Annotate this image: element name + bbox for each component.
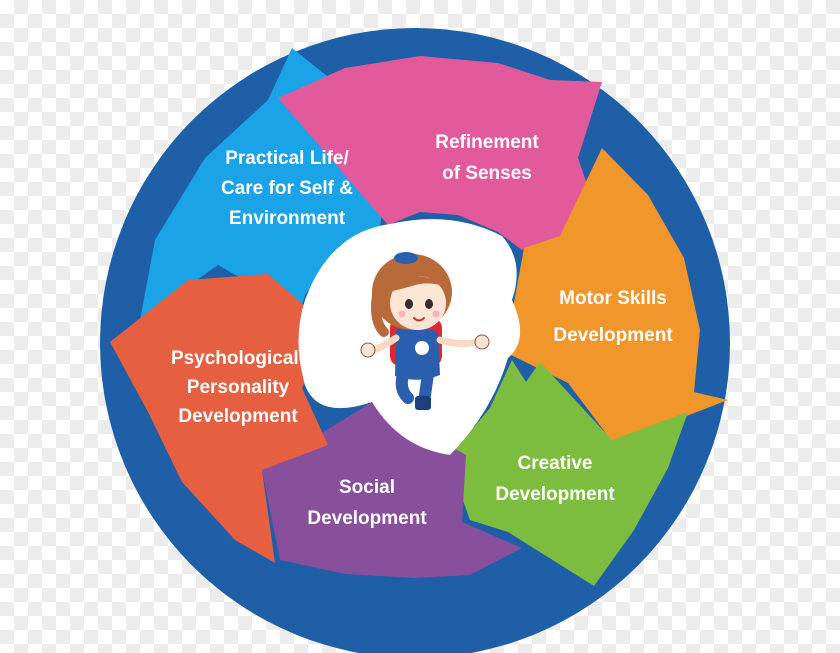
child-character-illustration [360, 252, 490, 410]
segment-label-line: Refinement [435, 132, 539, 153]
right-hand-shape [474, 334, 490, 350]
segment-label-line: Practical Life/ [225, 148, 349, 169]
segment-label-practical-life: Practical Life/Care for Self & Environmen… [221, 148, 353, 229]
right-eye-shape [425, 299, 433, 309]
hair-side-shape [371, 285, 389, 337]
segment-label-line: Social [339, 477, 395, 498]
segment-arrow-creative-development [448, 360, 688, 586]
left-eye-shape [405, 299, 413, 309]
right-arm-shape [436, 336, 482, 348]
right-cheek-shape [432, 310, 440, 318]
segment-label-line: Personality [187, 377, 290, 398]
segment-label-line: Environment [229, 208, 346, 229]
hair-fringe-shape [388, 275, 448, 292]
segment-arrow-motor-skills [505, 148, 728, 444]
segment-label-line: Development [307, 508, 427, 529]
segment-labels: Practical Life/Care for Self & Environmen… [171, 132, 673, 529]
hair-band-shape [394, 252, 418, 264]
segment-label-line: of Senses [442, 163, 532, 184]
segment-label-line: Creative [518, 453, 593, 474]
left-cheek-shape [398, 310, 406, 318]
segment-label-line: Care for Self & [221, 178, 353, 199]
segment-arrow-psychological-personality [110, 274, 330, 563]
segment-label-line: Psychological- [171, 348, 305, 369]
shoe-shape [415, 396, 431, 410]
flower-emblem-icon [415, 341, 429, 355]
arrow-segments [110, 48, 728, 586]
segment-label-line: Motor Skills [559, 288, 667, 309]
left-leg-shape [395, 366, 414, 404]
segment-label-line: Development [553, 325, 673, 346]
segment-label-refinement-of-senses: Refinement of Senses [435, 132, 539, 184]
segment-label-line: Development [495, 484, 615, 505]
segment-label-line: Development [178, 406, 298, 427]
mouth-shape [413, 317, 425, 322]
segment-arrow-social-development [262, 402, 522, 578]
left-hand-shape [360, 342, 376, 358]
segment-arrow-refinement-of-senses [278, 56, 602, 250]
